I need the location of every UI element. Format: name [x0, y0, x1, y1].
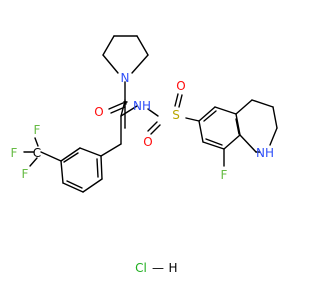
- cf3-c-label: C: [33, 146, 41, 160]
- cf3-f-bottom-label: F: [22, 167, 29, 181]
- double-bond: [174, 93, 179, 107]
- bond: [120, 105, 138, 117]
- aromatic-bond: [96, 158, 99, 178]
- aromatic-bond: [205, 138, 223, 146]
- bond: [82, 178, 103, 193]
- carbonyl-o-label: O: [94, 105, 103, 119]
- molecule-diagram: N O NH S O O F F F C F NH Cl — H: [10, 35, 278, 275]
- cf3-group: [23, 137, 62, 167]
- hcl-h-label: H: [168, 261, 177, 275]
- amide-nh-label: NH: [133, 99, 151, 113]
- bond: [239, 134, 257, 153]
- aromatic-bond: [235, 118, 240, 135]
- double-bond: [147, 121, 158, 132]
- aromatic-bond: [63, 152, 79, 163]
- pyrrolidine-ring: [102, 35, 149, 74]
- structure-svg: N O NH S O O F F F C F NH Cl — H: [11, 35, 278, 275]
- double-bond: [150, 124, 161, 135]
- hcl-cl-label: Cl: [135, 261, 147, 275]
- bond: [272, 106, 278, 129]
- bond: [235, 113, 241, 136]
- bond: [40, 151, 62, 162]
- aromatic-bond: [203, 110, 217, 122]
- double-bond: [178, 94, 183, 108]
- phenyl-ring: [60, 147, 103, 193]
- bond: [60, 147, 81, 162]
- ring-nh-label: NH: [256, 146, 274, 160]
- bond: [202, 141, 225, 150]
- bond: [120, 100, 126, 117]
- bond: [147, 108, 159, 117]
- ring-f-label: F: [221, 168, 228, 182]
- hcl-salt: Cl — H: [135, 261, 177, 275]
- bond: [214, 106, 237, 115]
- sulfonyl-o-top-label: O: [176, 79, 185, 93]
- bond: [29, 157, 38, 167]
- bond: [60, 160, 64, 184]
- backbone: [125, 101, 127, 105]
- bond: [136, 35, 149, 56]
- bond: [131, 54, 149, 74]
- bond: [102, 35, 115, 56]
- bond: [79, 147, 102, 157]
- cf3-f-left-label: F: [11, 146, 18, 160]
- bond: [198, 106, 216, 122]
- bond: [198, 120, 204, 143]
- bond: [100, 155, 103, 180]
- bond: [185, 117, 200, 122]
- bond: [251, 99, 274, 108]
- bond: [34, 137, 39, 147]
- bond: [102, 54, 119, 74]
- bond: [235, 99, 253, 115]
- isoquinoline-aromatic-ring: [198, 106, 241, 150]
- sulfonyl-bonds: [147, 93, 200, 135]
- hcl-dash-label: —: [152, 261, 164, 275]
- aromatic-bond: [66, 180, 83, 189]
- sulfonyl-s-label: S: [172, 108, 180, 122]
- bond: [100, 143, 122, 157]
- bond: [62, 182, 84, 193]
- pyrrolidine-n-label: N: [121, 71, 130, 85]
- bond: [269, 127, 278, 146]
- cf3-f-top-label: F: [34, 123, 41, 137]
- double-bond: [108, 102, 124, 110]
- isoquinoline-saturated-ring: [235, 99, 278, 153]
- bond: [223, 134, 241, 150]
- sulfonyl-o-bottom-label: O: [143, 135, 152, 149]
